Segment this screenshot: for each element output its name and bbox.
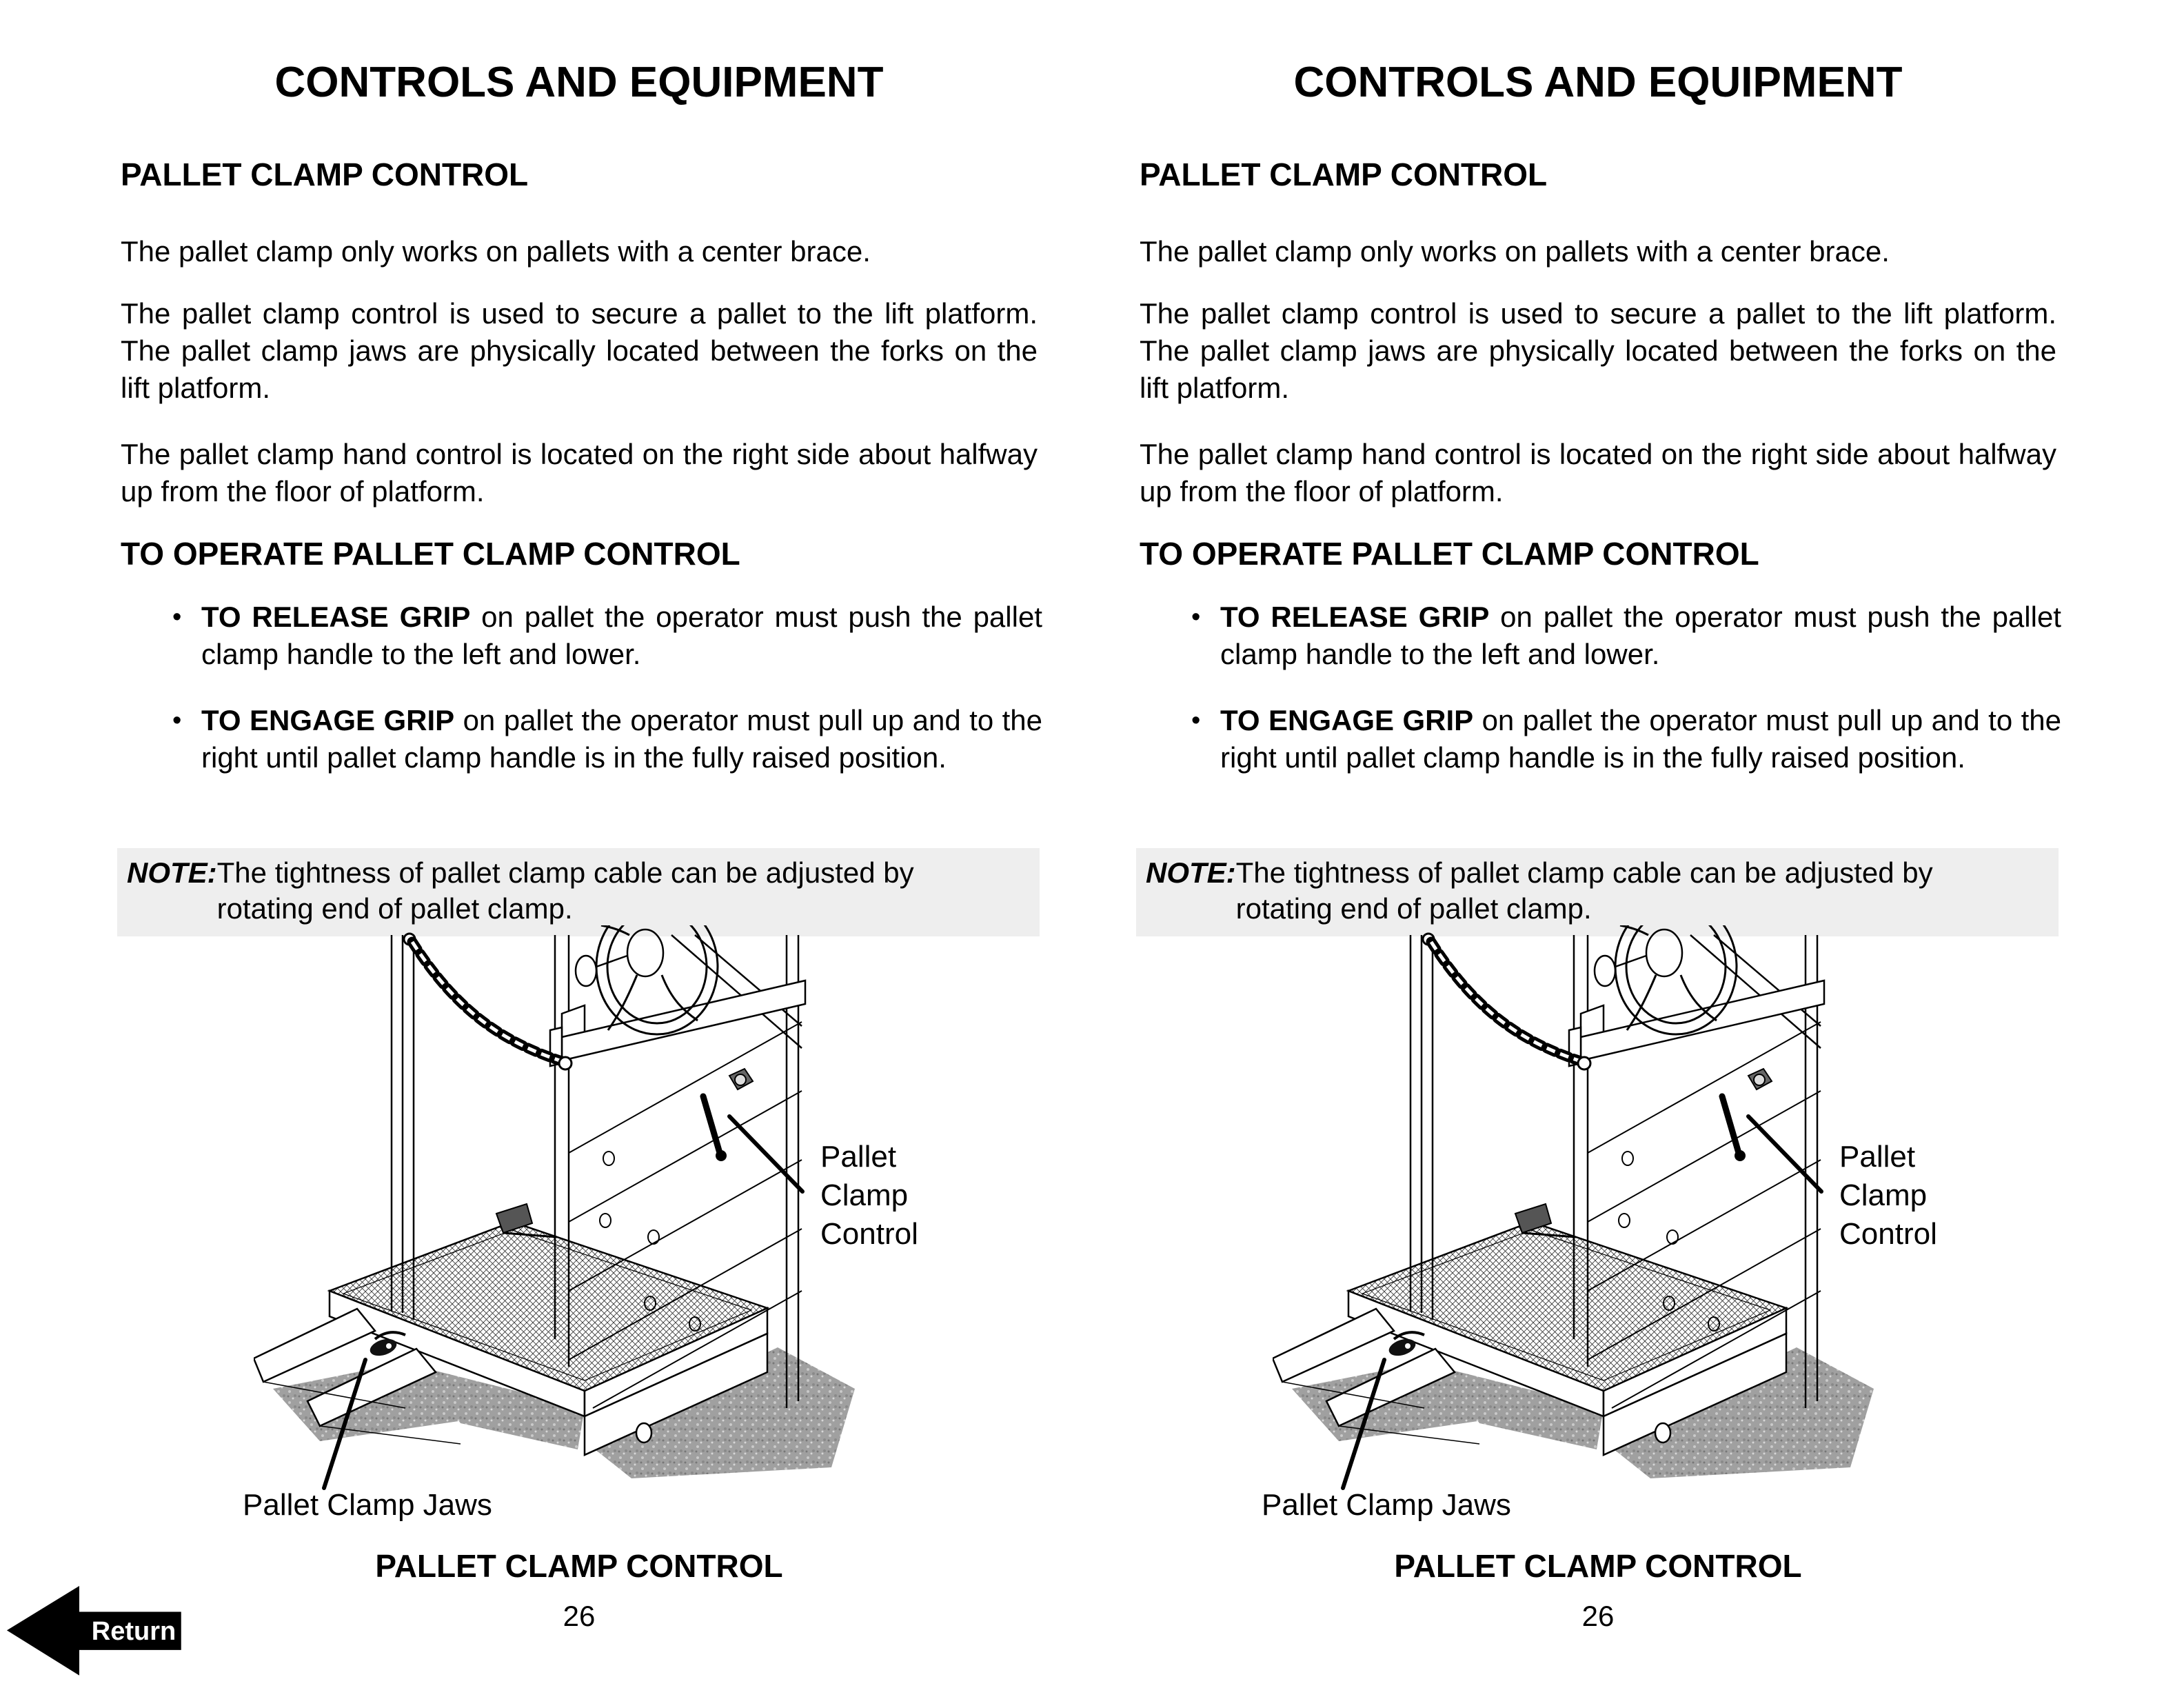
paragraph: The pallet clamp only works on pallets w… [121, 235, 871, 268]
page-number: 26 [563, 1600, 596, 1632]
leader-lines [322, 1114, 805, 1490]
bullet-rest: on pallet the operator must pull up and … [1220, 704, 2061, 774]
bullet-rest: on pallet the operator must push the pal… [201, 601, 1042, 670]
pallet-clamp-control-lever [1719, 1067, 1773, 1161]
handwheel [574, 925, 719, 1036]
page-title: CONTROLS AND EQUIPMENT [274, 59, 884, 106]
bullet-item: • TO RELEASE GRIP on pallet the operator… [1191, 599, 2061, 673]
note-box: NOTE: The tightness of pallet clamp cabl… [1136, 848, 2059, 936]
bullet-item: • TO RELEASE GRIP on pallet the operator… [172, 599, 1042, 673]
mast-rails [390, 934, 802, 1408]
forks [1273, 1307, 1480, 1445]
bullet-text: TO RELEASE GRIP on pallet the operator m… [1220, 599, 2061, 673]
figure-label-control: Pallet Clamp Control [820, 1140, 918, 1251]
platform-deck [1346, 1203, 1789, 1392]
note-box: NOTE: The tightness of pallet clamp cabl… [117, 848, 1040, 936]
mast-rails [1409, 934, 1821, 1408]
note-label: NOTE: [1146, 856, 1236, 889]
bullet-rest: on pallet the operator must push the pal… [1220, 601, 2061, 670]
figure-caption: PALLET CLAMP CONTROL [375, 1548, 783, 1584]
diagonal-brace-panel [1587, 1021, 1821, 1409]
bullet-lead: TO RELEASE GRIP [1220, 601, 1490, 633]
paragraph: The pallet clamp control is used to secu… [121, 297, 1038, 404]
operate-heading: TO OPERATE PALLET CLAMP CONTROL [1140, 536, 1759, 572]
cross-rail [1568, 979, 1826, 1067]
paragraph: The pallet clamp hand control is located… [121, 438, 1038, 508]
figure-label-jaws: Pallet Clamp Jaws [1262, 1488, 1511, 1522]
bullet-text: TO ENGAGE GRIP on pallet the operator mu… [1220, 702, 2061, 776]
jaws-leader-line [322, 1358, 367, 1490]
control-leader-line [1746, 1114, 1823, 1194]
bullet-text: TO ENGAGE GRIP on pallet the operator mu… [201, 702, 1042, 776]
page-number: 26 [1581, 1600, 1615, 1632]
platform-deck [327, 1203, 770, 1392]
lift-chain [1422, 932, 1592, 1071]
section-heading: PALLET CLAMP CONTROL [1140, 157, 1548, 192]
bullet-lead: TO ENGAGE GRIP [1220, 704, 1474, 736]
section-heading: PALLET CLAMP CONTROL [121, 157, 529, 192]
bullet-item: • TO ENGAGE GRIP on pallet the operator … [1191, 702, 2061, 776]
note-label: NOTE: [127, 856, 217, 889]
note-text: The tightness of pallet clamp cable can … [216, 856, 914, 925]
bullet-dot: • [1191, 603, 1201, 632]
manual-page-right: CONTROLS AND EQUIPMENT PALLET CLAMP CONT… [1019, 0, 2111, 1688]
diagonal-brace-panel [568, 1021, 802, 1409]
manual-page-left: CONTROLS AND EQUIPMENT PALLET CLAMP CONT… [117, 59, 1042, 1632]
bullet-lead: TO RELEASE GRIP [201, 601, 471, 633]
bullet-dot: • [1191, 706, 1201, 735]
figure-caption: PALLET CLAMP CONTROL [1394, 1548, 1802, 1584]
paragraph: The pallet clamp hand control is located… [1140, 438, 2056, 508]
figure-label-control: Pallet Clamp Control [1839, 1140, 1937, 1251]
paragraph: The pallet clamp only works on pallets w… [1140, 235, 1890, 268]
forks [254, 1307, 461, 1445]
pallet-clamp-control-lever [700, 1067, 754, 1161]
handwheel [1593, 925, 1738, 1036]
pallet-lift-illustration [254, 925, 855, 1490]
operate-heading: TO OPERATE PALLET CLAMP CONTROL [121, 536, 740, 572]
pallet-clamp-jaw [370, 1331, 406, 1356]
pallet-clamp-jaw [1388, 1331, 1425, 1356]
cross-rail [549, 979, 807, 1067]
jaws-leader-line [1341, 1358, 1386, 1490]
page-title: CONTROLS AND EQUIPMENT [1293, 59, 1903, 106]
paragraph: The pallet clamp control is used to secu… [1140, 297, 2056, 404]
pallet-lift-illustration [1273, 925, 1874, 1490]
note-text: The tightness of pallet clamp cable can … [1235, 856, 1933, 925]
bullet-dot: • [172, 603, 182, 632]
bullet-item: • TO ENGAGE GRIP on pallet the operator … [172, 702, 1042, 776]
figure-label-jaws: Pallet Clamp Jaws [243, 1488, 492, 1522]
bullet-lead: TO ENGAGE GRIP [201, 704, 455, 736]
return-button-label: Return [91, 1617, 176, 1646]
bullet-text: TO RELEASE GRIP on pallet the operator m… [201, 599, 1042, 673]
bullet-rest: on pallet the operator must pull up and … [201, 704, 1042, 774]
control-leader-line [727, 1114, 805, 1194]
bullet-dot: • [172, 706, 182, 735]
lift-chain [403, 932, 573, 1071]
leader-lines [1341, 1114, 1823, 1490]
